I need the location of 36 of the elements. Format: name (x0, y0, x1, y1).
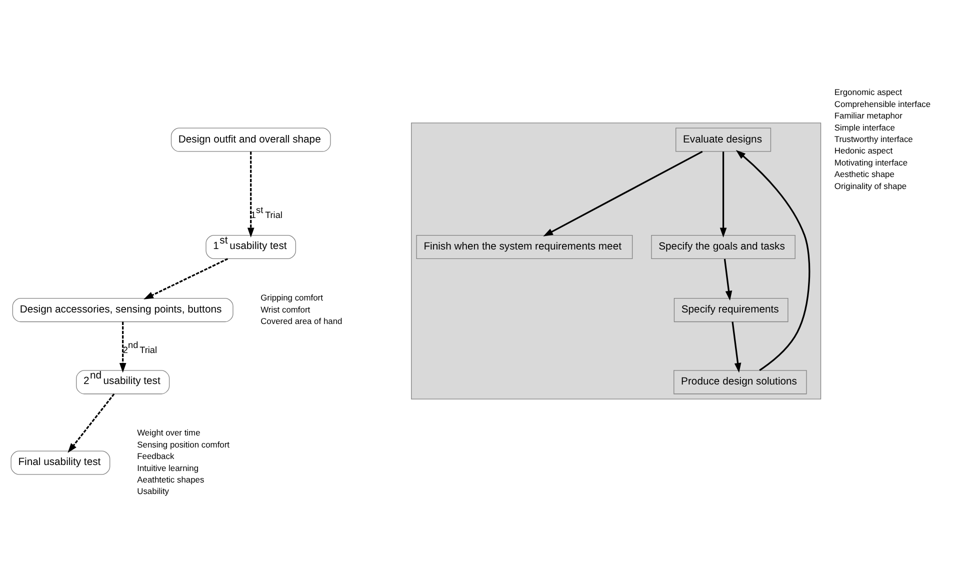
arrow (119, 321, 126, 372)
arrow (68, 393, 115, 452)
node-box: Finish when the system requirements meet (416, 234, 633, 259)
arrow (247, 151, 254, 238)
label: Familiar metaphor (834, 110, 902, 120)
node-box: Specify the goals and tasks (651, 234, 796, 259)
arrow (144, 258, 228, 299)
label: Hedonic aspect (834, 145, 893, 156)
node-box: Produce design solutions (674, 370, 807, 394)
node-label: Wrist comfort (260, 304, 310, 314)
cluster (411, 122, 822, 399)
arrow (724, 258, 732, 300)
label: Trustworthy interface (834, 133, 913, 144)
node-box: Evaluate designs (676, 127, 772, 152)
node-label: Weight over time (137, 427, 200, 438)
node-box: Design accessories, sensing points, buttons (12, 298, 234, 322)
arrow (736, 149, 810, 371)
node-box: Specify requirements (674, 298, 788, 322)
label: Originality of shape (834, 180, 907, 190)
node-label: Covered area of hand (260, 315, 342, 326)
label: Comprehensible interface (834, 98, 931, 108)
node-label: Gripping comfort (260, 292, 323, 302)
label: Simple interface (834, 122, 895, 132)
node-box: Final usability test (10, 450, 110, 474)
node-label: Sensing position comfort (137, 438, 230, 449)
label: Ergonomic aspect (834, 86, 902, 97)
node-label: Usability (137, 486, 170, 496)
arrow (543, 150, 703, 236)
label: Aesthetic shape (834, 168, 894, 179)
node-label: Feedback (137, 450, 174, 461)
label: Motivating interface (834, 156, 908, 167)
node-label: Aeathtetic shapes (137, 474, 204, 484)
node-label: Intuitive learning (137, 462, 199, 472)
arrow (732, 321, 742, 372)
node-box: Design outfit and overall shape (170, 127, 331, 152)
arrow (720, 151, 727, 238)
